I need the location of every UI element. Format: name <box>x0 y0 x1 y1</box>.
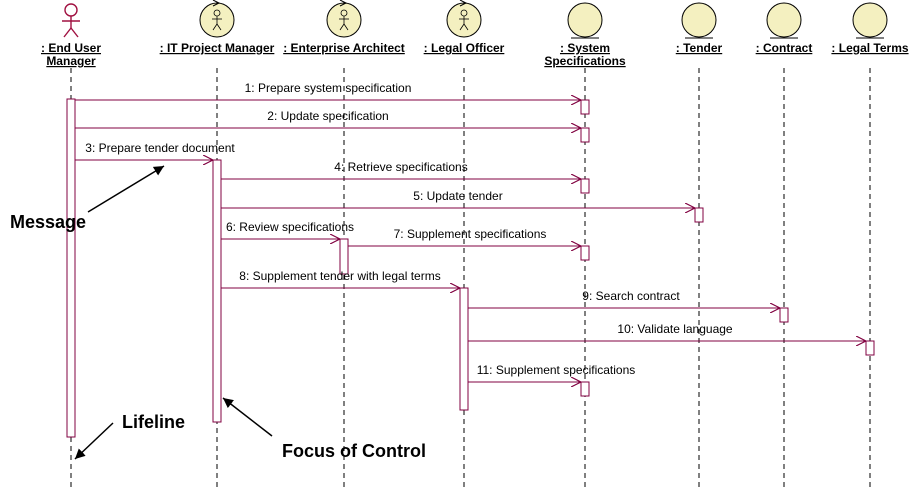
message-5-label: 5: Update tender <box>413 189 502 203</box>
control-icon <box>446 0 482 38</box>
message-2-label: 2: Update specification <box>267 109 388 123</box>
message-7-label: 7: Supplement specifications <box>394 227 547 241</box>
activation-ss-2 <box>580 127 590 143</box>
participant-lt: : Legal Terms <box>831 2 909 55</box>
activation-eum <box>66 98 76 438</box>
participant-eum-label-1: Manager <box>46 54 96 68</box>
annotation-message-label: Message <box>10 212 86 232</box>
activation-ss-1 <box>580 99 590 115</box>
message-6-label: 6: Review specifications <box>226 220 354 234</box>
message-11-label: 11: Supplement specifications <box>477 363 636 377</box>
participant-tender-label-0: : Tender <box>676 41 723 55</box>
activation-tender <box>694 207 704 223</box>
activation-ss-4 <box>580 178 590 194</box>
message-3-label: 3: Prepare tender document <box>85 141 235 155</box>
lifelines-group <box>70 68 871 488</box>
annotation-focus-of-control: Focus of Control <box>222 397 426 461</box>
activation-ss-11 <box>580 381 590 397</box>
entity-icon <box>852 2 888 39</box>
activation-itpm <box>212 159 222 423</box>
annotation-focus-arrow <box>222 397 273 437</box>
participant-contract: : Contract <box>756 2 813 55</box>
annotation-lifeline-label: Lifeline <box>122 412 185 432</box>
participant-eum-label-0: : End User <box>41 41 101 55</box>
annotation-lifeline-arrow <box>74 422 114 460</box>
annotation-focus-label: Focus of Control <box>282 441 426 461</box>
participant-lt-label-0: : Legal Terms <box>831 41 908 55</box>
participant-itpm: : IT Project Manager <box>160 0 275 55</box>
participant-lo: : Legal Officer <box>424 0 505 55</box>
participant-contract-label-0: : Contract <box>756 41 813 55</box>
activation-lt <box>865 340 875 356</box>
messages-group: 1: Prepare system specification 2: Update… <box>75 81 866 382</box>
control-icon <box>326 0 362 38</box>
annotation-message-arrow <box>87 165 165 213</box>
annotation-message: Message <box>10 165 165 232</box>
participant-ss-label-0: : System <box>560 41 610 55</box>
participant-ea-label-0: : Enterprise Architect <box>283 41 405 55</box>
actor-icon <box>62 3 80 38</box>
entity-icon <box>766 2 802 39</box>
message-8-label: 8: Supplement tender with legal terms <box>239 269 440 283</box>
participant-lo-label-0: : Legal Officer <box>424 41 505 55</box>
activation-lo <box>459 287 469 411</box>
message-1-label: 1: Prepare system specification <box>245 81 412 95</box>
message-10-label: 10: Validate language <box>617 322 733 336</box>
message-4-label: 4: Retrieve specifications <box>334 160 467 174</box>
participant-ss-label-1: Specifications <box>544 54 626 68</box>
activation-ea <box>339 238 349 275</box>
activation-ss-7 <box>580 245 590 261</box>
activation-contract <box>779 307 789 323</box>
control-icon <box>199 0 235 38</box>
annotation-lifeline: Lifeline <box>74 412 185 460</box>
entity-icon <box>681 2 717 39</box>
participant-tender: : Tender <box>676 2 723 55</box>
participant-ea: : Enterprise Architect <box>283 0 405 55</box>
entity-icon <box>567 2 603 39</box>
message-9-label: 9: Search contract <box>582 289 680 303</box>
participant-itpm-label-0: : IT Project Manager <box>160 41 275 55</box>
activations-group <box>66 98 875 438</box>
